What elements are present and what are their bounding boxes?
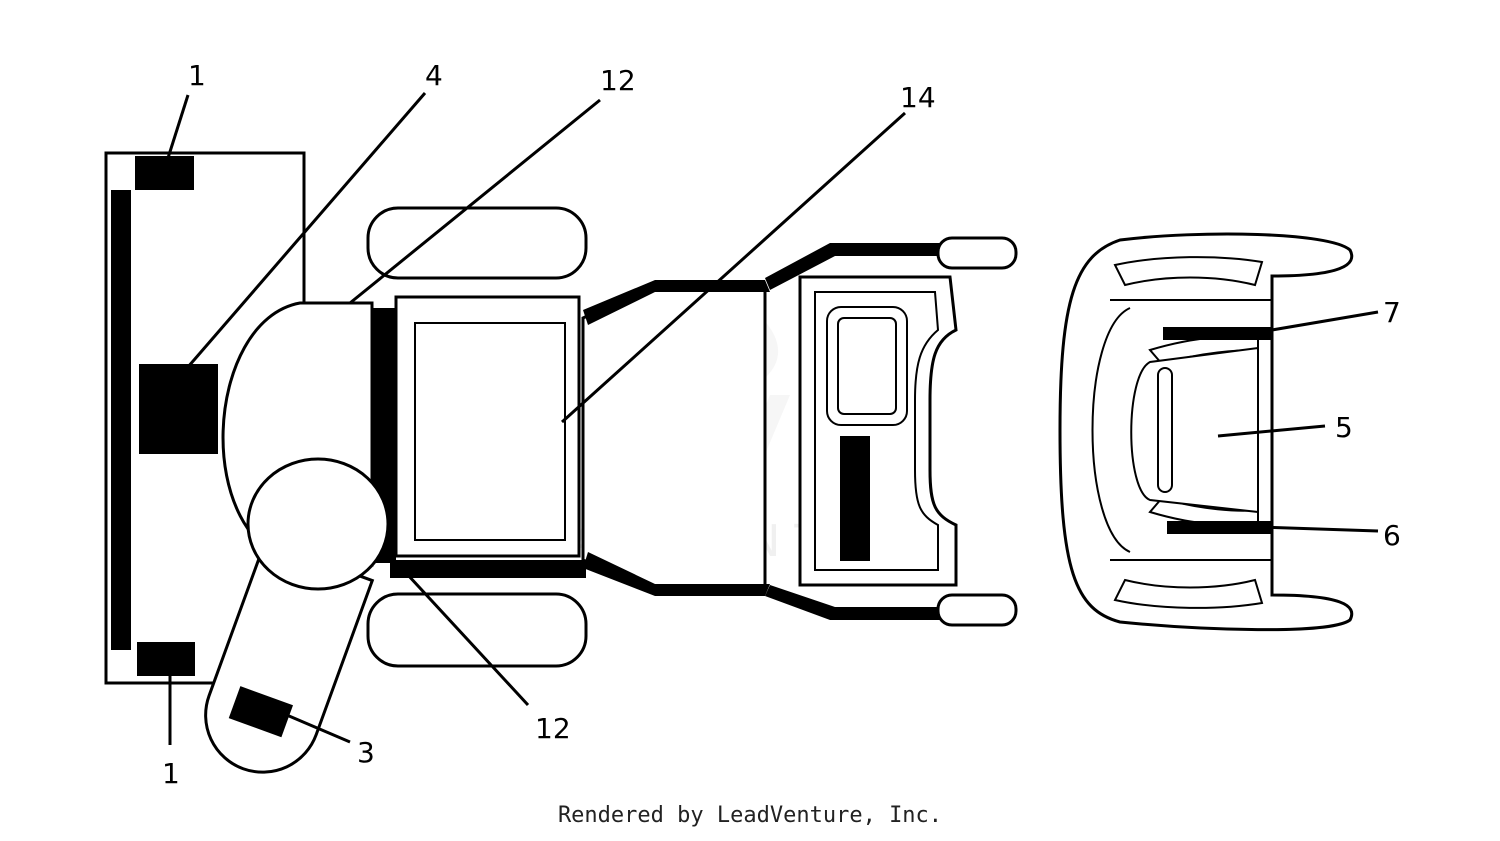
callout-7: 7 xyxy=(1383,296,1401,329)
left-wheel xyxy=(366,206,588,280)
leader-lines xyxy=(166,92,1379,745)
decal-7-marker xyxy=(1163,327,1273,340)
fuel-tank xyxy=(394,295,581,558)
wheels xyxy=(366,206,588,668)
decal-1-bottom-marker xyxy=(137,642,195,676)
callout-3: 3 xyxy=(357,736,375,769)
control-panel xyxy=(798,275,958,587)
operator-handlebar xyxy=(1058,232,1354,632)
right-grip xyxy=(936,593,1018,627)
frame xyxy=(581,243,940,620)
callout-12-top: 12 xyxy=(600,64,636,97)
callout-1-top: 1 xyxy=(188,59,206,92)
decal-location-diagram: LEADVENTURE xyxy=(104,59,1401,790)
deck-side-strip xyxy=(111,190,131,650)
callout-4: 4 xyxy=(425,59,443,92)
control-panel-strip xyxy=(840,436,870,561)
decal-1-top-marker xyxy=(135,156,194,190)
handle-grips xyxy=(936,236,1018,627)
callouts: 1 4 12 14 7 5 6 12 3 1 xyxy=(162,59,1401,790)
discharge-chute xyxy=(204,457,390,774)
callout-12-bottom: 12 xyxy=(535,712,571,745)
decal-6-marker xyxy=(1167,521,1273,534)
decal-3-marker xyxy=(228,686,294,738)
left-grip xyxy=(936,236,1018,270)
callout-6: 6 xyxy=(1383,519,1401,552)
render-credit: Rendered by LeadVenture, Inc. xyxy=(557,803,943,828)
chute-base xyxy=(246,457,390,591)
callout-1-bottom: 1 xyxy=(162,757,180,790)
mower-deck xyxy=(104,151,306,685)
callout-5: 5 xyxy=(1335,411,1353,444)
callout-14: 14 xyxy=(900,81,936,114)
right-wheel xyxy=(366,592,588,668)
